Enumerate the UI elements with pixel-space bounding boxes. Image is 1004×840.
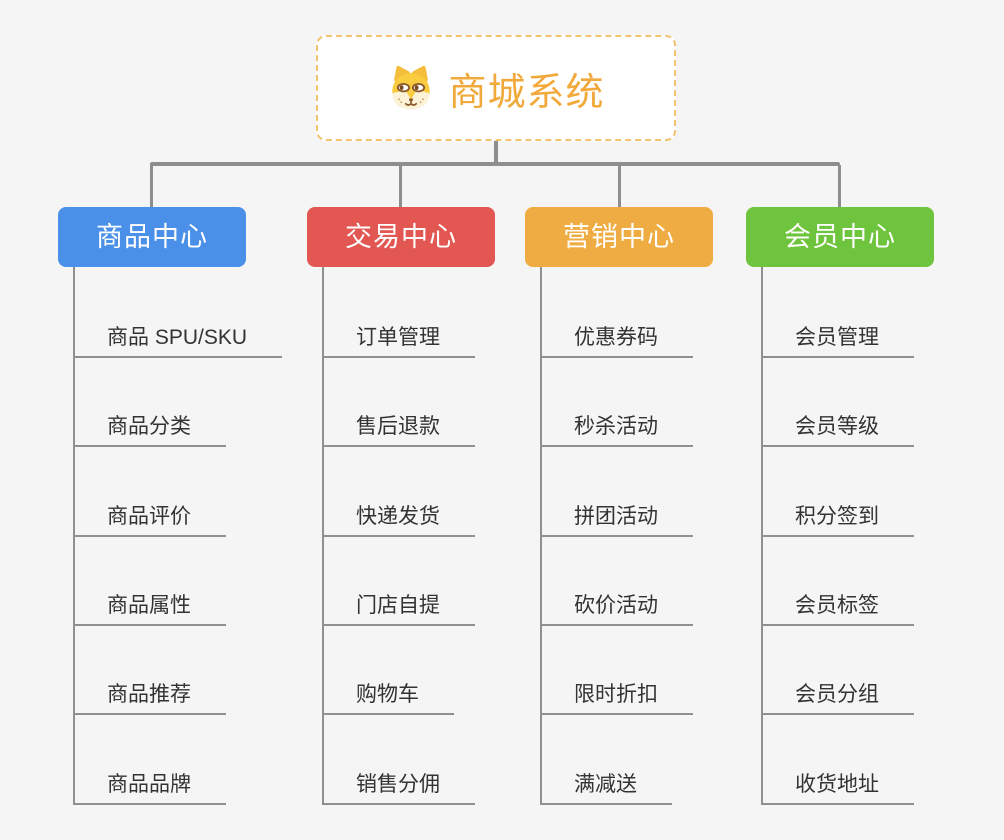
leaf-item[interactable]: 快递发货: [322, 503, 475, 537]
branch-node-marketing-center[interactable]: 营销中心: [525, 207, 713, 267]
leaf-item[interactable]: 门店自提: [322, 592, 475, 626]
leaf-item[interactable]: 销售分佣: [322, 771, 475, 805]
leaf-item[interactable]: 限时折扣: [540, 681, 693, 715]
branch-node-trade-center[interactable]: 交易中心: [307, 207, 495, 267]
leaf-item[interactable]: 商品分类: [73, 413, 226, 447]
leaf-item[interactable]: 满减送: [540, 771, 672, 805]
branch-bus-connector: [150, 162, 840, 166]
leaf-item[interactable]: 收货地址: [761, 771, 914, 805]
leaf-item[interactable]: 会员分组: [761, 681, 914, 715]
leaf-item[interactable]: 会员等级: [761, 413, 914, 447]
leaf-item[interactable]: 积分签到: [761, 503, 914, 537]
branch-drop-connector: [399, 165, 402, 207]
root-node-mall-system[interactable]: 商城系统: [316, 35, 676, 141]
branch-node-product-center[interactable]: 商品中心: [58, 207, 246, 267]
leaf-item[interactable]: 砍价活动: [540, 592, 693, 626]
leaf-item[interactable]: 订单管理: [322, 324, 475, 358]
root-title: 商城系统: [448, 71, 605, 114]
branch-drop-connector: [150, 165, 153, 207]
leaf-item[interactable]: 秒杀活动: [540, 413, 693, 447]
leaf-item[interactable]: 商品属性: [73, 592, 226, 626]
leaf-item[interactable]: 优惠券码: [540, 324, 693, 358]
leaf-item[interactable]: 售后退款: [322, 413, 475, 447]
branch-drop-connector: [838, 165, 841, 207]
root-trunk-connector: [494, 141, 498, 165]
leaf-item[interactable]: 商品评价: [73, 503, 226, 537]
leaf-item[interactable]: 会员管理: [761, 324, 914, 358]
leaf-item[interactable]: 拼团活动: [540, 503, 693, 537]
branch-drop-connector: [618, 165, 621, 207]
dog-face-icon: [387, 64, 435, 112]
branch-node-member-center[interactable]: 会员中心: [746, 207, 934, 267]
leaf-item[interactable]: 商品推荐: [73, 681, 226, 715]
leaf-item[interactable]: 商品 SPU/SKU: [73, 324, 283, 358]
leaf-item[interactable]: 会员标签: [761, 592, 914, 626]
leaf-item[interactable]: 商品品牌: [73, 771, 226, 805]
leaf-item[interactable]: 购物车: [322, 681, 454, 715]
